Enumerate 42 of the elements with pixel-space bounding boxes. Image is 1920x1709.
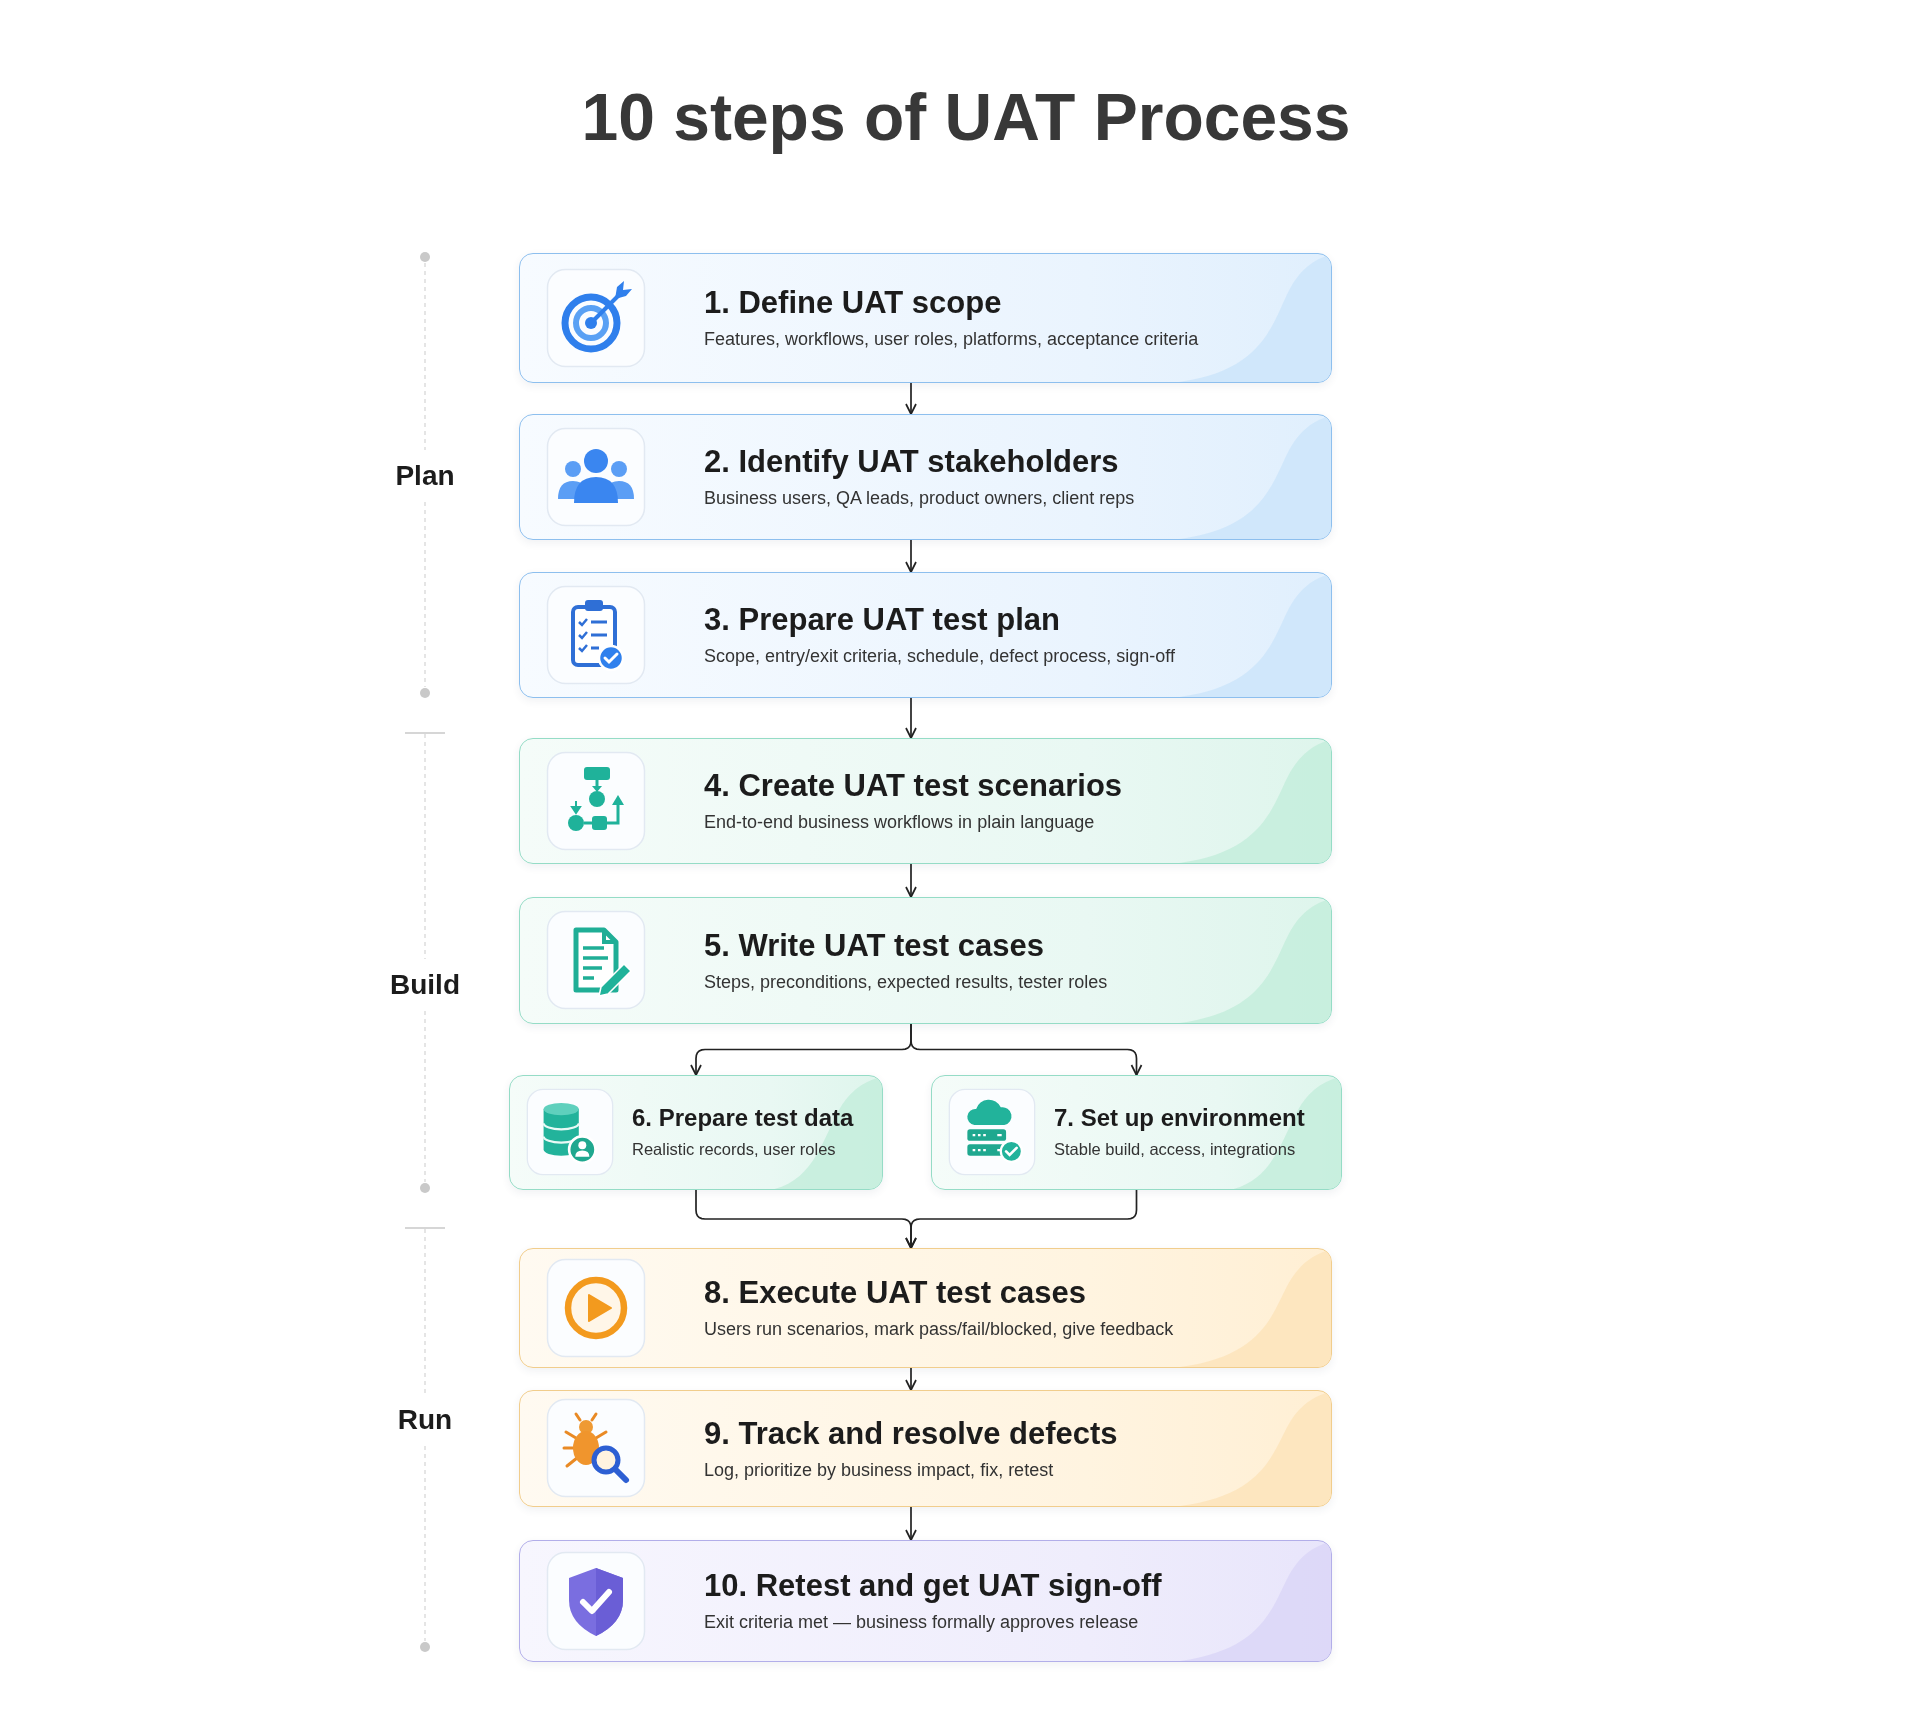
step-card bbox=[519, 414, 1332, 540]
arrow bbox=[905, 863, 917, 898]
arrow bbox=[905, 1367, 917, 1391]
phase-label: Build bbox=[390, 968, 460, 1002]
step-description: End-to-end business workflows in plain language bbox=[704, 811, 1095, 835]
step-description: Users run scenarios, mark pass/fail/blocked, give feedback bbox=[704, 1318, 1174, 1342]
step-card bbox=[519, 572, 1332, 698]
step-card bbox=[931, 1075, 1342, 1190]
step-description: Business users, QA leads, product owners, client reps bbox=[704, 487, 1135, 511]
step-description: Realistic records, user roles bbox=[632, 1139, 836, 1161]
step-title: 1. Define UAT scope bbox=[704, 284, 1002, 322]
step-description: Features, workflows, user roles, platforms, acceptance criteria bbox=[704, 328, 1199, 352]
step-description: Exit criteria met — business formally approves release bbox=[704, 1611, 1139, 1635]
step-card bbox=[519, 738, 1332, 864]
step-title: 6. Prepare test data bbox=[632, 1103, 854, 1133]
arrow bbox=[905, 382, 917, 415]
phase-label: Run bbox=[397, 1403, 453, 1437]
step-title: 7. Set up environment bbox=[1054, 1103, 1305, 1133]
arrow bbox=[910, 1023, 1143, 1076]
step-description: Scope, entry/exit criteria, schedule, defect process, sign-off bbox=[704, 645, 1175, 669]
step-title: 10. Retest and get UAT sign-off bbox=[704, 1567, 1162, 1605]
step-title: 4. Create UAT test scenarios bbox=[704, 767, 1123, 805]
step-description: Steps, preconditions, expected results, tester roles bbox=[704, 970, 1108, 994]
step-title: 5. Write UAT test cases bbox=[704, 926, 1044, 964]
diagram-title: 10 steps of UAT Process bbox=[581, 79, 1351, 156]
step-card bbox=[519, 897, 1332, 1024]
arrow bbox=[905, 539, 917, 573]
step-card bbox=[509, 1075, 883, 1190]
step-card bbox=[519, 1390, 1332, 1507]
phase-label: Plan bbox=[395, 459, 455, 493]
step-description: Log, prioritize by business impact, fix, retest bbox=[704, 1458, 1054, 1482]
arrow bbox=[905, 1189, 1138, 1249]
step-description: Stable build, access, integrations bbox=[1054, 1139, 1296, 1161]
step-title: 3. Prepare UAT test plan bbox=[704, 601, 1061, 639]
arrow bbox=[905, 697, 917, 739]
arrow bbox=[905, 1506, 917, 1541]
step-title: 8. Execute UAT test cases bbox=[704, 1274, 1086, 1312]
step-card bbox=[519, 1248, 1332, 1368]
step-card bbox=[519, 1540, 1332, 1662]
step-title: 9. Track and resolve defects bbox=[704, 1414, 1118, 1452]
step-title: 2. Identify UAT stakeholders bbox=[704, 443, 1119, 481]
step-card bbox=[519, 253, 1332, 383]
